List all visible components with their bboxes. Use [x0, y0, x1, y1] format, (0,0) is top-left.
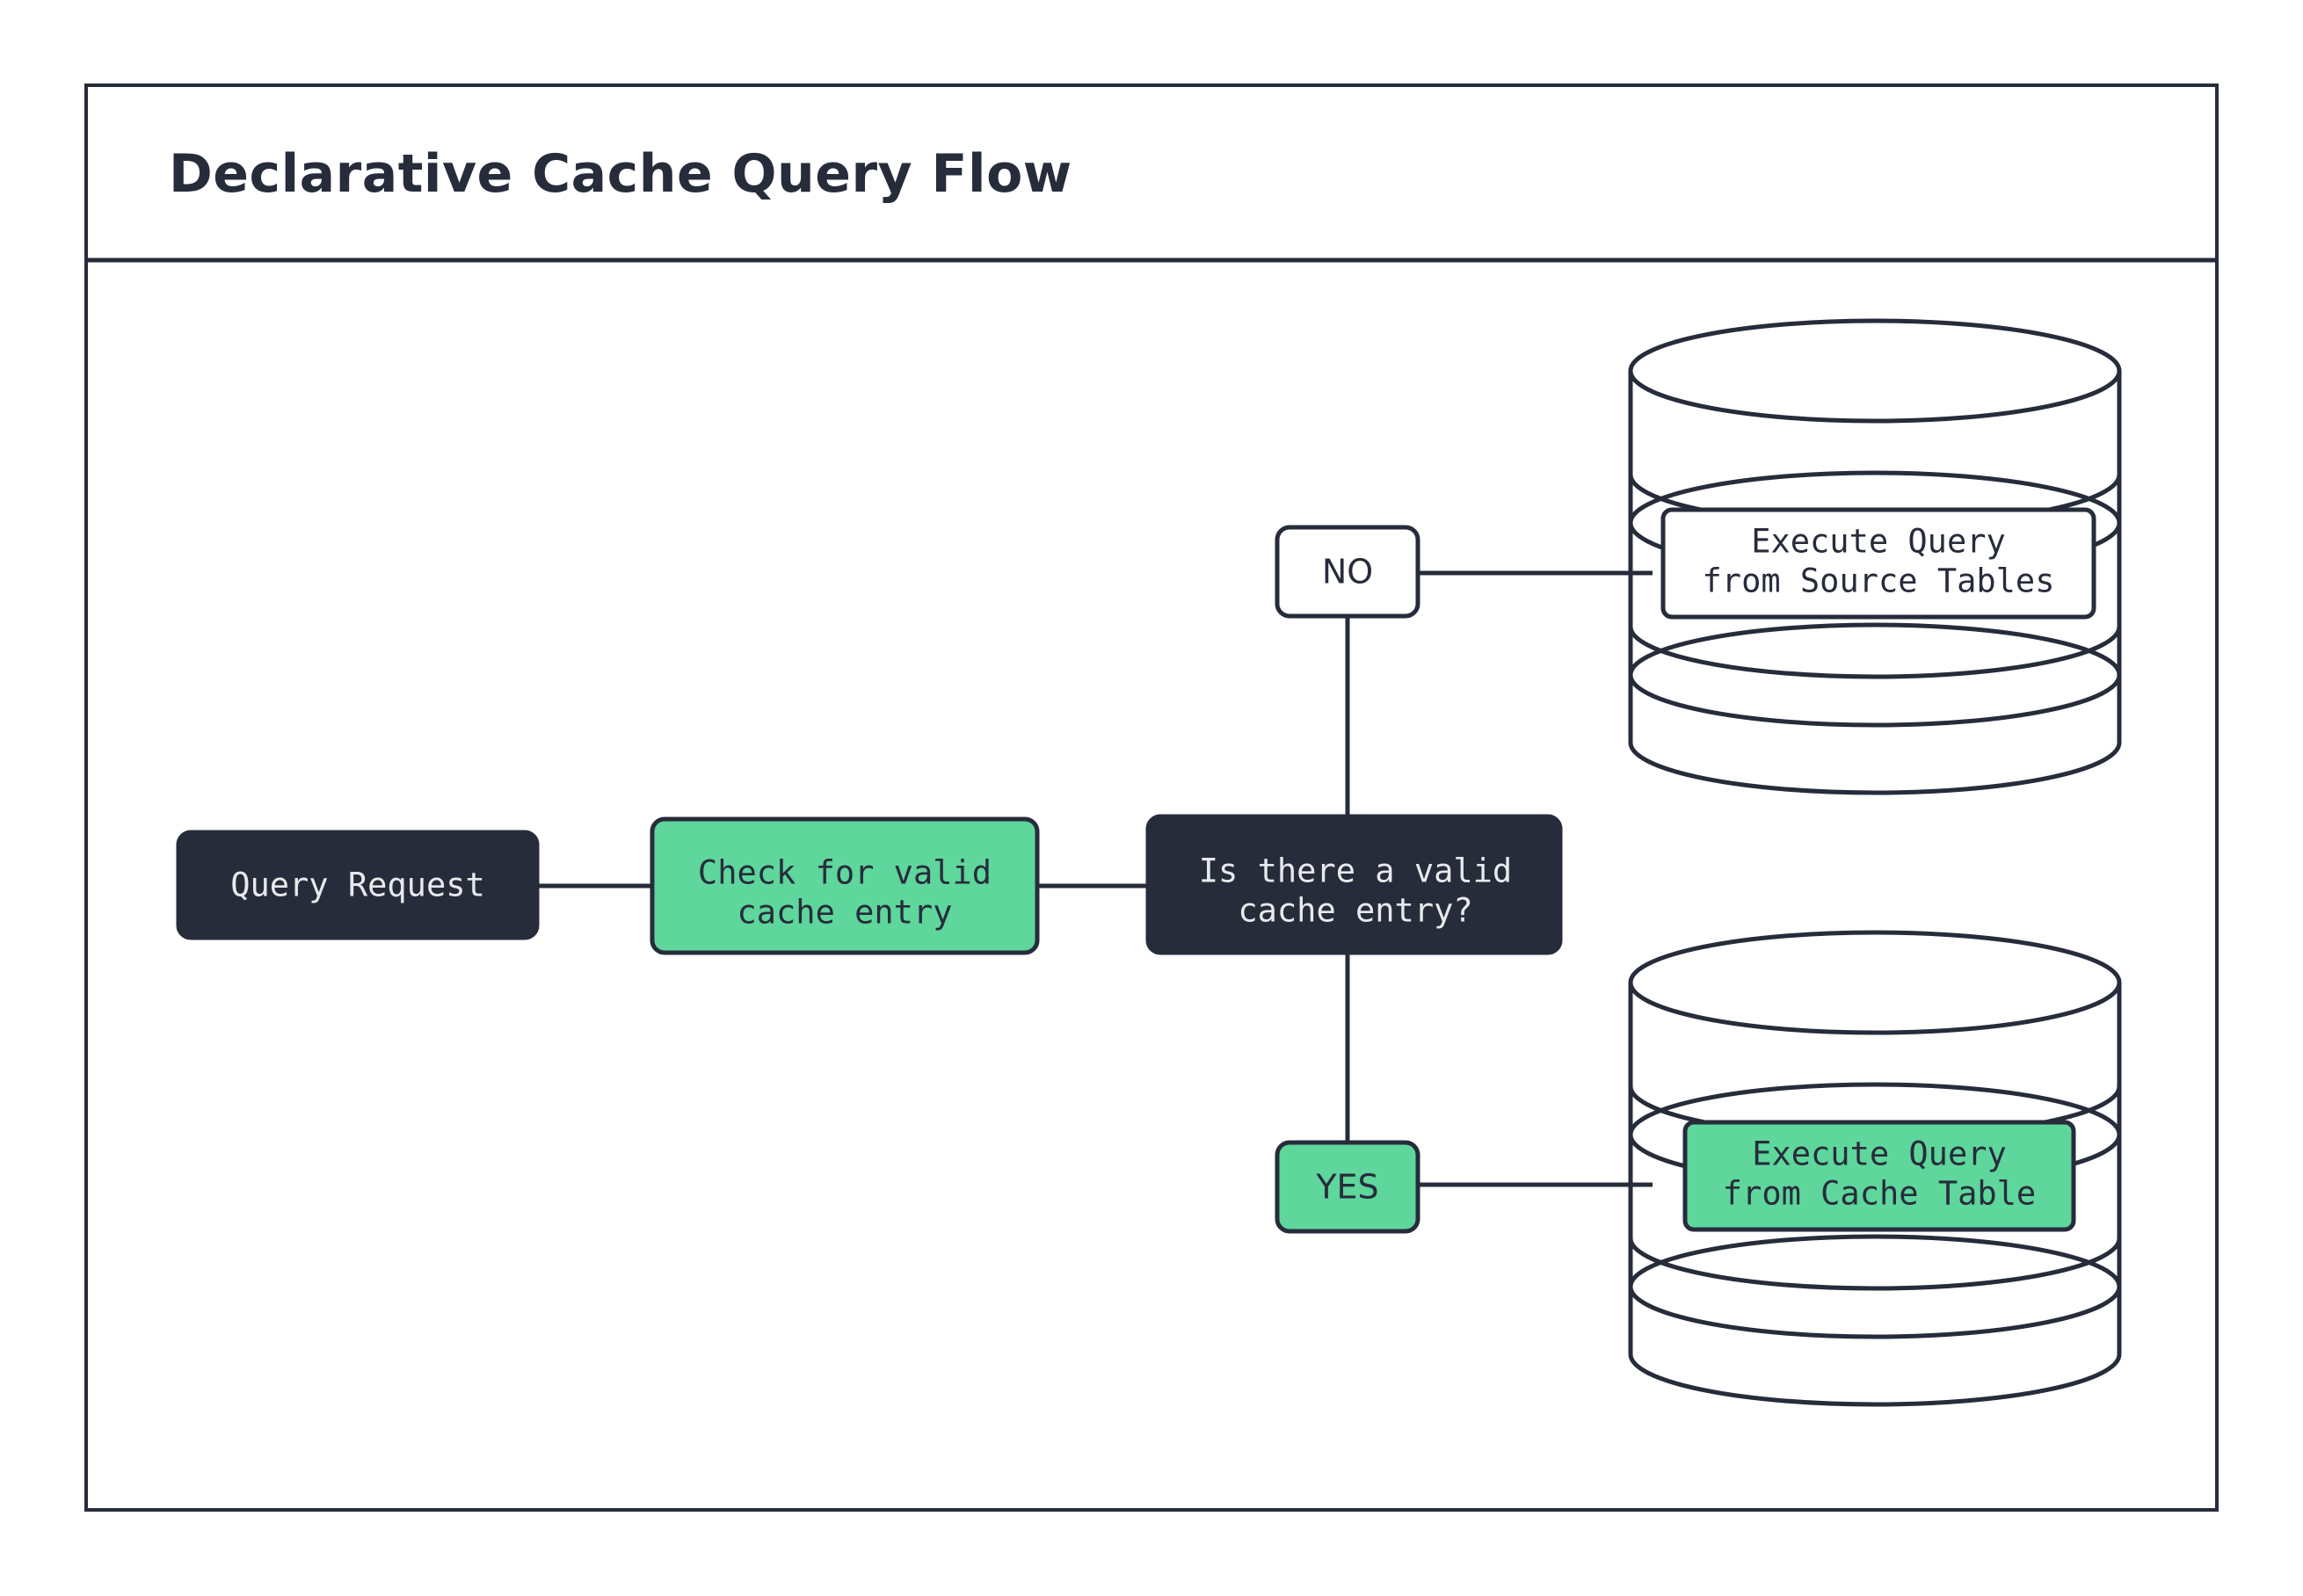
check-cache-label-line1: Check for valid [698, 854, 992, 892]
cache-table-label-box[interactable] [1682, 1120, 2076, 1232]
cache-cylinder-bottom-arc [1628, 1353, 2122, 1407]
decision-box[interactable] [1145, 814, 1563, 955]
query-request-label: Query Request [230, 867, 485, 904]
yes-branch-box[interactable] [1275, 1140, 1420, 1234]
decision-label-line2: cache entry? [1238, 892, 1472, 930]
cache-table-label-line1: Execute Query [1752, 1135, 2007, 1173]
cylinder-bottom-arc [1628, 742, 2122, 795]
check-cache-box[interactable] [650, 816, 1040, 955]
branch-label-no[interactable]: NO [1275, 525, 1420, 619]
cache-cylinder-disc-top [1628, 930, 2122, 1035]
yes-branch-label: YES [1315, 1168, 1378, 1207]
cache-cylinder-disc-2-body [1628, 1135, 2122, 1291]
node-query-request[interactable]: Query Request [176, 830, 540, 940]
check-cache-label-line2: cache entry [737, 894, 952, 932]
query-request-box[interactable] [176, 830, 540, 940]
no-branch-label: NO [1322, 553, 1373, 591]
source-tables-database: Execute Query from Source Tables [1628, 318, 2122, 795]
cache-table-label-line2: from Cache Table [1723, 1175, 2036, 1213]
branch-label-yes[interactable]: YES [1275, 1140, 1420, 1234]
cache-table-database: Execute Query from Cache Table [1628, 930, 2122, 1407]
cache-cylinder-disc-1-body [1628, 983, 2122, 1139]
diagram-frame [84, 83, 2219, 1512]
node-decision-valid-cache[interactable]: Is there a valid cache entry? [1145, 814, 1563, 955]
cylinder-disc-bottom [1628, 622, 2122, 728]
source-tables-label-box[interactable] [1660, 507, 2096, 620]
cylinder-disc-2-body [1628, 523, 2122, 679]
cylinder-disc-top [1628, 318, 2122, 424]
cylinder-disc-1-body [1628, 371, 2122, 527]
node-check-cache-entry[interactable]: Check for valid cache entry [650, 816, 1040, 955]
no-branch-box[interactable] [1275, 525, 1420, 619]
cache-cylinder-disc-bottom [1628, 1234, 2122, 1339]
source-tables-label-line2: from Source Tables [1703, 562, 2055, 600]
page-title: Declarative Cache Query Flow [169, 143, 1072, 205]
source-tables-label-line1: Execute Query [1751, 523, 2006, 561]
decision-label-line1: Is there a valid [1199, 852, 1512, 890]
